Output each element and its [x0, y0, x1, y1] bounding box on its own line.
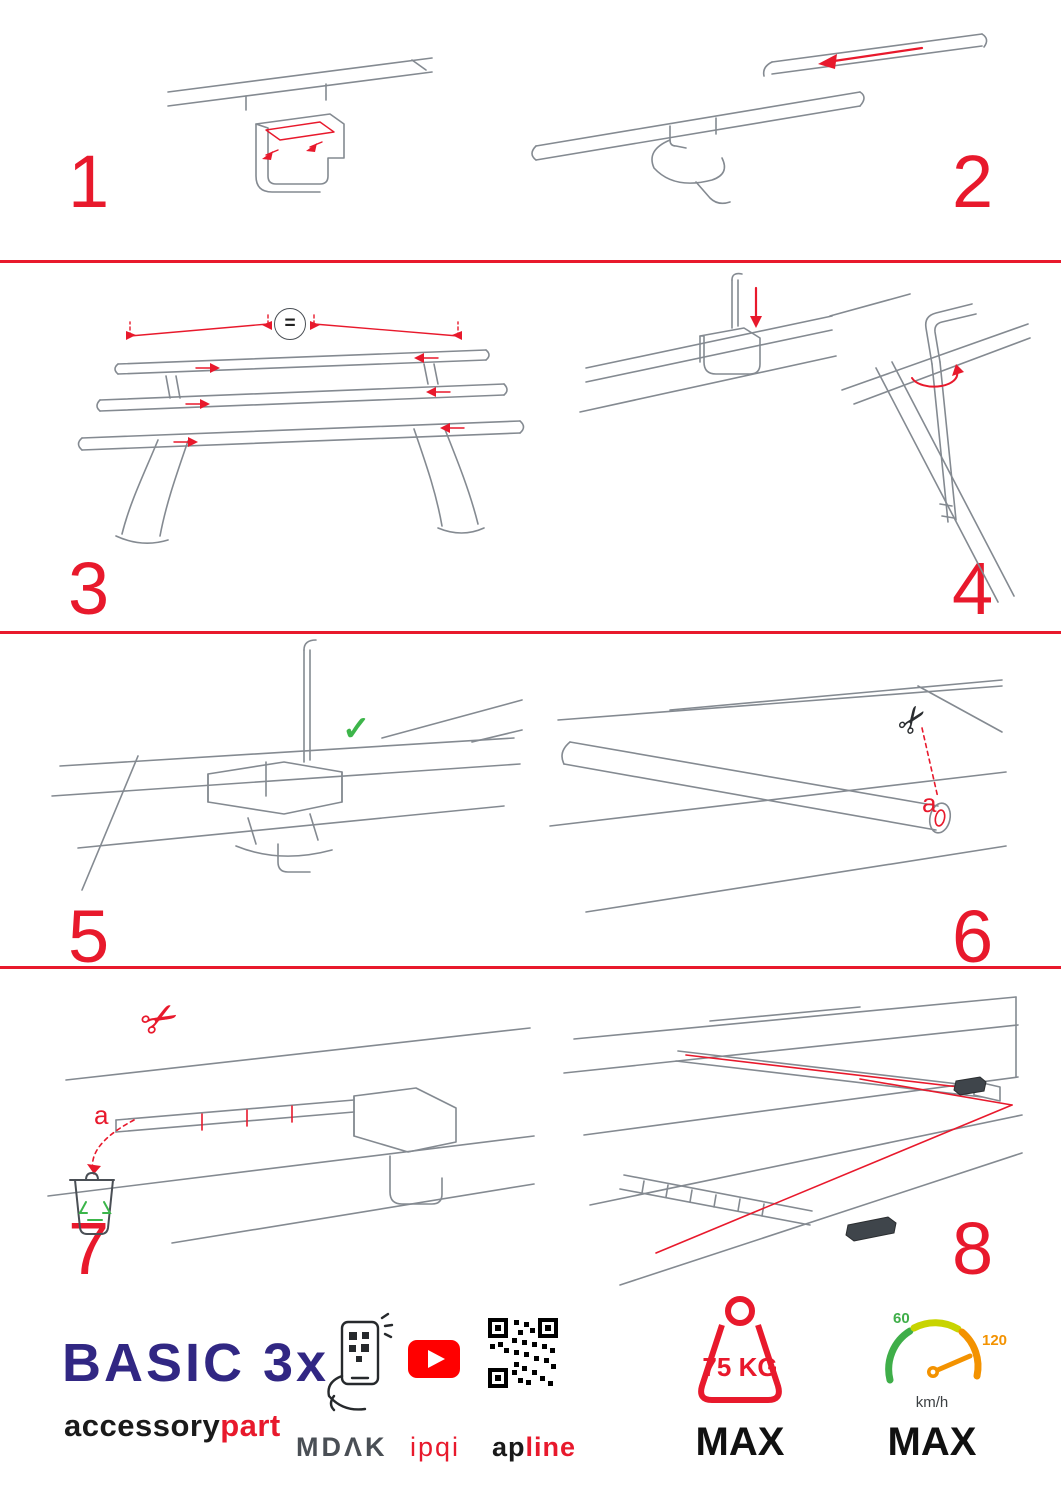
- phone-scan-icon: [327, 1312, 394, 1412]
- step-2-number: 2: [952, 140, 994, 223]
- speed-tick-low: 60: [893, 1310, 910, 1327]
- bar-cut-drawing: [549, 679, 1007, 913]
- speedometer-icon: [885, 1319, 982, 1384]
- cut-label-a: a: [922, 788, 937, 818]
- step-3-number: 3: [68, 547, 110, 630]
- clamp-insert-drawing: [167, 57, 433, 193]
- apline-red: line: [525, 1432, 577, 1462]
- cut-label-a: a: [94, 1100, 109, 1130]
- speed-max-label: MAX: [887, 1420, 977, 1464]
- partner-apline: apline: [492, 1432, 576, 1463]
- step-5-number: 5: [68, 895, 110, 978]
- brand-name: accessorypart: [64, 1408, 281, 1444]
- section-divider: [0, 260, 1061, 263]
- step-4-number: 4: [952, 547, 994, 630]
- qr-code-icon: [488, 1318, 558, 1388]
- strap-mount-drawing: [563, 996, 1023, 1286]
- step-1-number: 1: [68, 140, 110, 223]
- product-logo: BASIC 3x: [62, 1333, 330, 1393]
- tighten-bolt-drawing: [579, 272, 1031, 603]
- weight-max-label: MAX: [695, 1420, 785, 1464]
- step-7-number: 7: [68, 1207, 110, 1290]
- youtube-icon: [408, 1340, 460, 1378]
- bar-slide-drawing: [531, 33, 988, 205]
- step-8-number: 8: [952, 1207, 994, 1290]
- clamp-check-drawing: [51, 639, 523, 891]
- weight-limit-value: 75 KG: [702, 1352, 778, 1382]
- rack-alignment-drawing: [77, 311, 525, 544]
- partner-ipqi: ipqi: [410, 1432, 461, 1462]
- step-6-number: 6: [952, 895, 994, 978]
- equal-spacing-badge: =: [274, 308, 306, 340]
- equal-sign: =: [284, 313, 296, 334]
- speed-unit: km/h: [915, 1394, 949, 1411]
- checkmark-icon: ✓: [342, 710, 371, 748]
- speed-tick-high: 120: [982, 1332, 1008, 1349]
- section-divider: [0, 631, 1061, 634]
- brand-black: accessory: [64, 1408, 221, 1443]
- weight-limit-icon: [698, 1296, 782, 1403]
- brand-red: part: [220, 1408, 281, 1443]
- partner-mdak: MDΛK: [296, 1432, 388, 1462]
- section-divider: [0, 966, 1061, 969]
- apline-black: ap: [492, 1432, 526, 1462]
- strip-cut-discard-drawing: [47, 1027, 535, 1244]
